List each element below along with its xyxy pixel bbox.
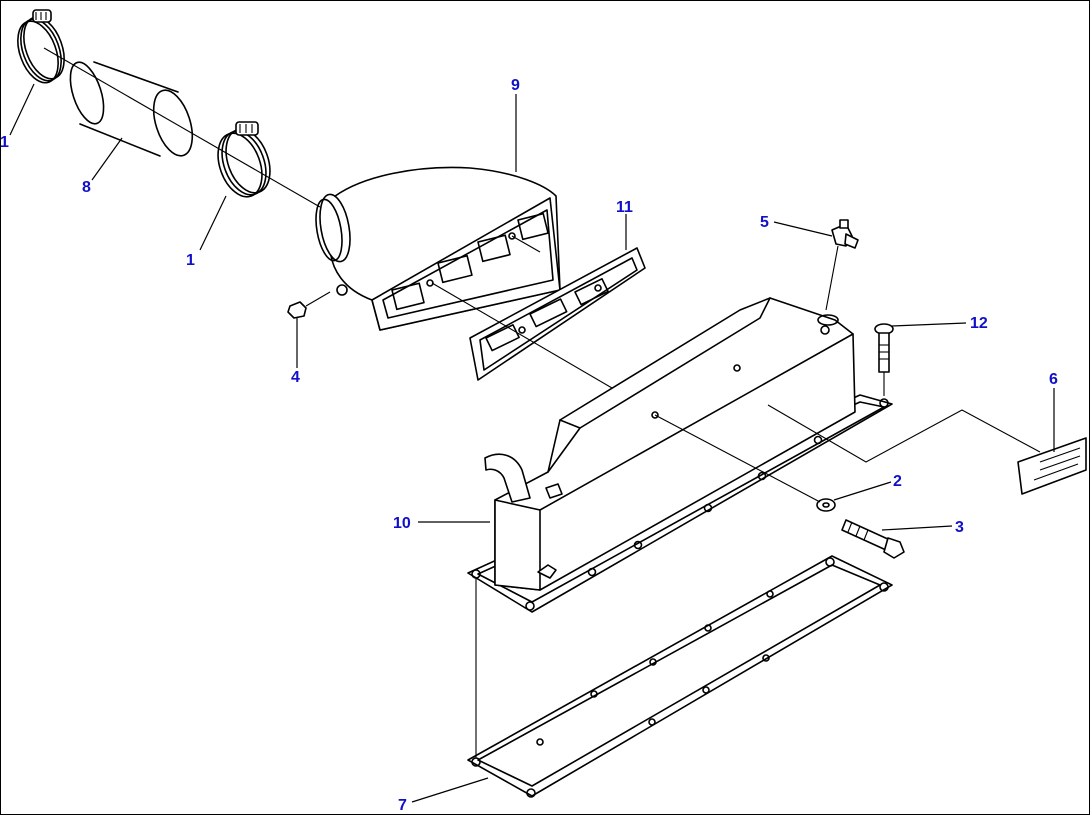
alignment-line-b (511, 235, 541, 253)
part-washer[interactable] (816, 498, 836, 512)
callout-5-sensor: 5 (760, 214, 769, 231)
callout-10-cover: 10 (393, 515, 411, 532)
part-gasket-connector[interactable] (469, 247, 646, 381)
part-hose-clamp-lower[interactable] (210, 121, 278, 203)
part-sensor[interactable] (825, 219, 859, 311)
leader-7 (411, 777, 489, 803)
leader-3 (881, 525, 953, 531)
leader-1b (199, 195, 227, 251)
callout-1-clamp-lower: 1 (186, 252, 195, 269)
part-bolt[interactable] (841, 519, 905, 559)
part-bolt-vertical[interactable] (874, 323, 894, 396)
leader-2 (833, 481, 892, 501)
alignment-line-plate (767, 404, 1041, 463)
part-aftercooler-cover[interactable] (467, 297, 893, 613)
callout-2-washer: 2 (893, 473, 902, 490)
part-hose-clamp-upper[interactable] (10, 9, 72, 88)
callout-12-bolt: 12 (970, 315, 988, 332)
part-intake-connector[interactable] (312, 166, 561, 331)
assembly-axis-line (43, 47, 321, 208)
callout-1-clamp-upper: 1 (0, 134, 9, 151)
callout-4-bolt: 4 (291, 369, 300, 386)
callout-3-bolt: 3 (955, 519, 964, 536)
part-gasket-cover[interactable] (467, 555, 893, 798)
callout-9-connector: 9 (511, 77, 520, 94)
leader-8 (91, 137, 123, 181)
callout-7-gasket: 7 (398, 797, 407, 814)
part-bolt-small[interactable] (287, 291, 331, 319)
callout-11-gasket: 11 (616, 199, 633, 216)
alignment-line-a (431, 282, 613, 389)
callout-8-hose: 8 (82, 179, 91, 196)
callout-6-plate: 6 (1049, 371, 1058, 388)
leader-5 (773, 221, 833, 237)
part-name-plate[interactable] (1017, 437, 1087, 495)
alignment-line-bolt (654, 414, 821, 503)
leader-12 (891, 322, 967, 327)
part-hose[interactable] (64, 58, 200, 160)
leader-1a (9, 83, 35, 136)
